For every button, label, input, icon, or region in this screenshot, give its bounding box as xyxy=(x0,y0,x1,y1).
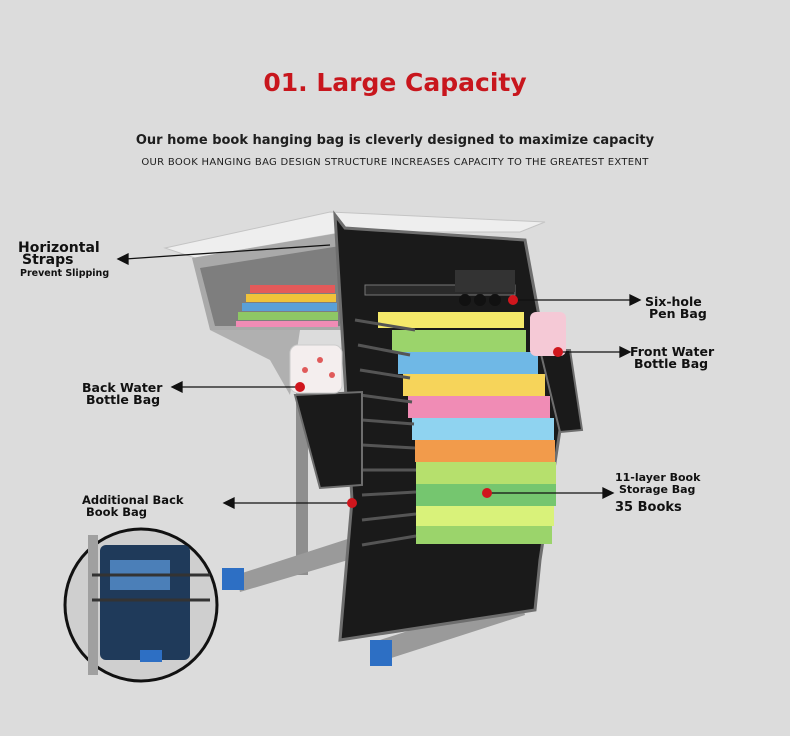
callout-six-hole-line2: Pen Bag xyxy=(649,306,707,321)
callout-dots xyxy=(295,295,563,508)
callout-back-water-line1: Back Water xyxy=(82,380,163,395)
callout-eleven-layer-line2: Storage Bag xyxy=(619,483,696,496)
callout-additional-back-book-bag: Additional Back Book Bag xyxy=(82,494,184,518)
callout-six-hole-pen-bag: Six-hole Pen Bag xyxy=(645,294,707,321)
callout-front-water-line2: Bottle Bag xyxy=(634,356,709,371)
callout-additional-back-line2: Book Bag xyxy=(86,505,147,519)
subtitle-caps: OUR BOOK HANGING BAG DESIGN STRUCTURE IN… xyxy=(141,157,649,168)
book-layers xyxy=(354,284,556,547)
callout-eleven-layer-count: 35 Books xyxy=(615,500,682,515)
hanging-bag xyxy=(333,210,562,642)
callout-11-layer-book-storage-bag: 11-layer Book Storage Bag 35 Books xyxy=(615,471,701,515)
inset-back-bag-photo xyxy=(63,527,219,683)
callout-additional-back-line1: Additional Back xyxy=(82,493,184,507)
desk-top xyxy=(163,211,546,395)
callout-front-water-line1: Front Water xyxy=(630,344,715,359)
callout-six-hole-line1: Six-hole xyxy=(645,294,702,309)
callout-horizontal-straps-line1: Horizontal xyxy=(18,240,100,256)
callout-back-water-line2: Bottle Bag xyxy=(86,392,161,407)
callout-eleven-layer-line1: 11-layer Book xyxy=(615,471,701,484)
callout-back-water-bottle-bag: Back Water Bottle Bag xyxy=(82,380,163,407)
page-title: 01. Large Capacity xyxy=(263,68,527,97)
callout-lines xyxy=(116,244,642,510)
callout-horizontal-straps-note: Prevent Slipping xyxy=(20,268,110,279)
callout-horizontal-straps-line2: Straps xyxy=(22,252,74,268)
back-bottle-bag xyxy=(289,344,363,490)
callout-front-water-bottle-bag: Front Water Bottle Bag xyxy=(630,344,715,371)
callout-horizontal-straps: Horizontal Straps Prevent Slipping xyxy=(18,240,110,280)
subtitle: Our home book hanging bag is cleverly de… xyxy=(135,133,655,148)
